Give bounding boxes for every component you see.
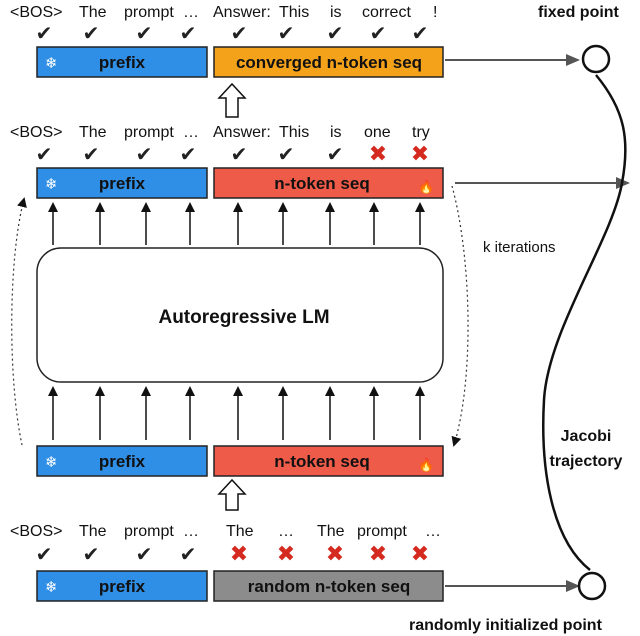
row2-seq-label: n-token seq bbox=[274, 174, 369, 193]
row1-token: is bbox=[330, 4, 342, 21]
check-icon: ✔ bbox=[231, 21, 248, 45]
row4-token: … bbox=[425, 523, 441, 540]
snowflake-icon: ❄ bbox=[45, 54, 58, 72]
snowflake-icon: ❄ bbox=[45, 175, 58, 193]
row4-token: … bbox=[183, 523, 199, 540]
row4-token: <BOS> bbox=[10, 523, 62, 540]
fixed-point-label: fixed point bbox=[538, 4, 620, 21]
cross-icon: ✖ bbox=[369, 142, 387, 167]
lm-input-arrows bbox=[48, 386, 425, 440]
jacobi-trajectory-curve bbox=[542, 74, 627, 571]
row3-prefix-label: prefix bbox=[99, 452, 146, 471]
check-icon: ✔ bbox=[36, 142, 53, 166]
check-icon: ✔ bbox=[180, 542, 197, 566]
check-icon: ✔ bbox=[278, 142, 295, 166]
check-icon: ✔ bbox=[136, 142, 153, 166]
cross-icon: ✖ bbox=[411, 142, 429, 167]
row4-prefix-label: prefix bbox=[99, 577, 146, 596]
row1-marks: ✔ ✔ ✔ ✔ ✔ ✔ ✔ ✔ ✔ bbox=[36, 21, 429, 45]
check-icon: ✔ bbox=[136, 542, 153, 566]
check-icon: ✔ bbox=[36, 542, 53, 566]
row3-seq-label: n-token seq bbox=[274, 452, 369, 471]
check-icon: ✔ bbox=[83, 542, 100, 566]
lm-output-arrows bbox=[48, 202, 425, 245]
row2-token: <BOS> bbox=[10, 124, 62, 141]
lm-label: Autoregressive LM bbox=[158, 307, 329, 328]
row4-token: The bbox=[317, 523, 345, 540]
row4-token: The bbox=[79, 523, 107, 540]
row4-token: The bbox=[226, 523, 254, 540]
row1-token: Answer: bbox=[213, 4, 271, 21]
fire-icon: 🔥 bbox=[418, 457, 434, 473]
row1-seq-label: converged n-token seq bbox=[236, 53, 422, 72]
left-dotted-loop-arrow bbox=[11, 197, 27, 446]
jacobi-label: Jacobi bbox=[561, 428, 612, 445]
row1-token: correct bbox=[362, 4, 411, 21]
row1-token: The bbox=[79, 4, 107, 21]
row1-converged-seq-box bbox=[213, 46, 444, 78]
row2-prefix-box bbox=[36, 167, 208, 199]
row4-token: prompt bbox=[124, 523, 174, 540]
check-icon: ✔ bbox=[327, 142, 344, 166]
check-icon: ✔ bbox=[412, 21, 429, 45]
row3-ntoken-seq-box bbox=[213, 445, 444, 477]
check-icon: ✔ bbox=[83, 21, 100, 45]
trajectory-label: trajectory bbox=[550, 453, 623, 470]
fire-icon: 🔥 bbox=[418, 179, 434, 195]
snowflake-icon: ❄ bbox=[45, 578, 58, 596]
row1-token: This bbox=[279, 4, 309, 21]
row2-token: one bbox=[364, 124, 391, 141]
row1-prefix-box bbox=[36, 46, 208, 78]
row1-token: prompt bbox=[124, 4, 174, 21]
cross-icon: ✖ bbox=[277, 542, 295, 567]
row2-token: This bbox=[279, 124, 309, 141]
row2-token: The bbox=[79, 124, 107, 141]
check-icon: ✔ bbox=[83, 142, 100, 166]
check-icon: ✔ bbox=[180, 142, 197, 166]
row2-token: prompt bbox=[124, 124, 174, 141]
cross-icon: ✖ bbox=[369, 542, 387, 567]
row2-token: is bbox=[330, 124, 342, 141]
random-point-label: randomly initialized point bbox=[409, 617, 603, 634]
row4-prefix-box bbox=[36, 570, 208, 602]
row2-prefix-label: prefix bbox=[99, 174, 146, 193]
row2-tokens: <BOS> The prompt … Answer: This is one t… bbox=[10, 124, 430, 141]
cross-icon: ✖ bbox=[326, 542, 344, 567]
check-icon: ✔ bbox=[36, 21, 53, 45]
row1-token: … bbox=[183, 4, 199, 21]
hollow-up-arrow bbox=[217, 478, 247, 511]
cross-icon: ✖ bbox=[230, 542, 248, 567]
check-icon: ✔ bbox=[180, 21, 197, 45]
row4-tokens: <BOS> The prompt … The … The prompt … bbox=[10, 523, 441, 540]
row1-token: <BOS> bbox=[10, 4, 62, 21]
row2-token: … bbox=[183, 124, 199, 141]
check-icon: ✔ bbox=[278, 21, 295, 45]
row2-marks: ✔ ✔ ✔ ✔ ✔ ✔ ✔ ✖ ✖ bbox=[36, 142, 430, 167]
row1-tokens: <BOS> The prompt … Answer: This is corre… bbox=[10, 4, 437, 21]
row1-token: ! bbox=[433, 4, 437, 21]
autoregressive-lm-box bbox=[36, 247, 444, 383]
right-dotted-loop-arrow bbox=[451, 185, 469, 447]
hollow-up-arrow bbox=[217, 82, 247, 118]
row2-token: try bbox=[412, 124, 430, 141]
row4-token: prompt bbox=[357, 523, 407, 540]
row2-ntoken-seq-box bbox=[213, 167, 444, 199]
check-icon: ✔ bbox=[136, 21, 153, 45]
cross-icon: ✖ bbox=[411, 542, 429, 567]
row4-token: … bbox=[278, 523, 294, 540]
check-icon: ✔ bbox=[327, 21, 344, 45]
row2-token: Answer: bbox=[213, 124, 271, 141]
row1-prefix-label: prefix bbox=[99, 53, 146, 72]
row4-random-seq-box bbox=[213, 570, 444, 602]
snowflake-icon: ❄ bbox=[45, 453, 58, 471]
row3-prefix-box bbox=[36, 445, 208, 477]
iterations-label: k iterations bbox=[483, 239, 556, 256]
check-icon: ✔ bbox=[231, 142, 248, 166]
check-icon: ✔ bbox=[370, 21, 387, 45]
row4-seq-label: random n-token seq bbox=[248, 577, 410, 596]
fixed-point-circle bbox=[581, 44, 611, 74]
random-point-circle bbox=[577, 571, 607, 601]
row4-marks: ✔ ✔ ✔ ✔ ✖ ✖ ✖ ✖ ✖ bbox=[36, 542, 430, 567]
